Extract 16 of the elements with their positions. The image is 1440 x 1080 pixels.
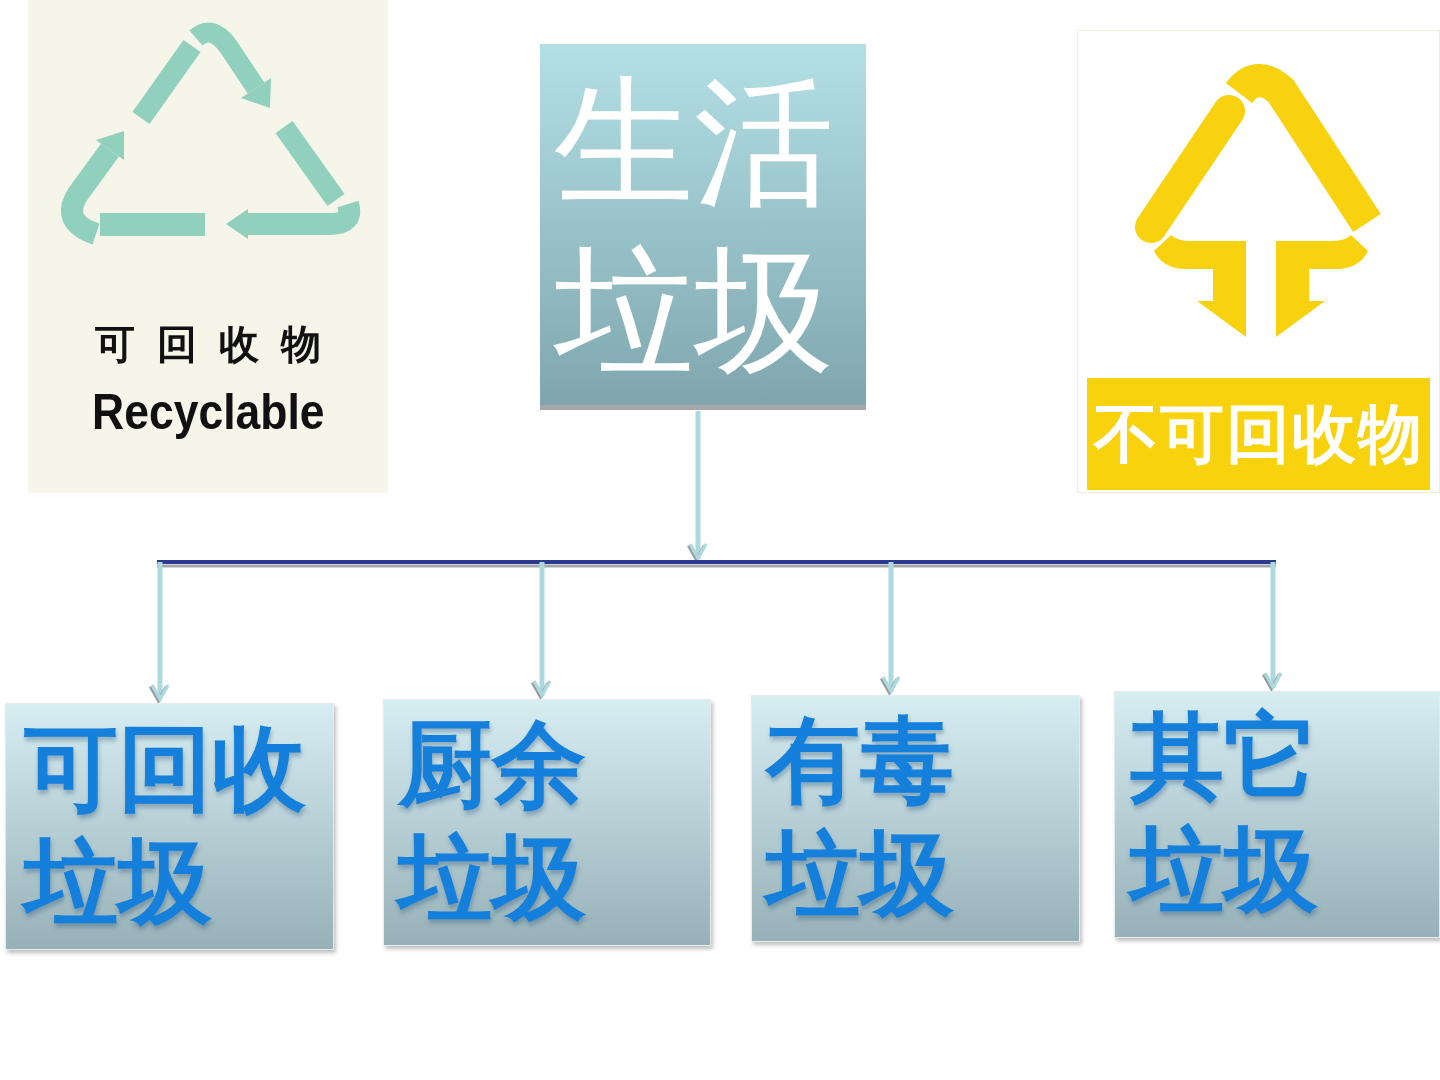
title-box xyxy=(540,44,866,410)
arrow xyxy=(530,562,552,699)
sign-label: 可回收物 xyxy=(95,320,343,368)
sign-panel xyxy=(1077,30,1440,493)
sign-label: Recyclable xyxy=(92,383,325,441)
branch-connector xyxy=(157,411,1276,568)
sign-banner: 不可回收物 xyxy=(1087,378,1430,490)
box-label: 生活垃圾 xyxy=(554,60,835,394)
sign-panel xyxy=(28,0,388,493)
category-box xyxy=(1114,691,1440,938)
category-box xyxy=(751,695,1080,942)
category-box xyxy=(383,699,711,946)
arrow xyxy=(148,562,170,703)
arrow xyxy=(1261,562,1283,691)
category-box xyxy=(5,703,334,950)
arrow xyxy=(879,562,901,695)
